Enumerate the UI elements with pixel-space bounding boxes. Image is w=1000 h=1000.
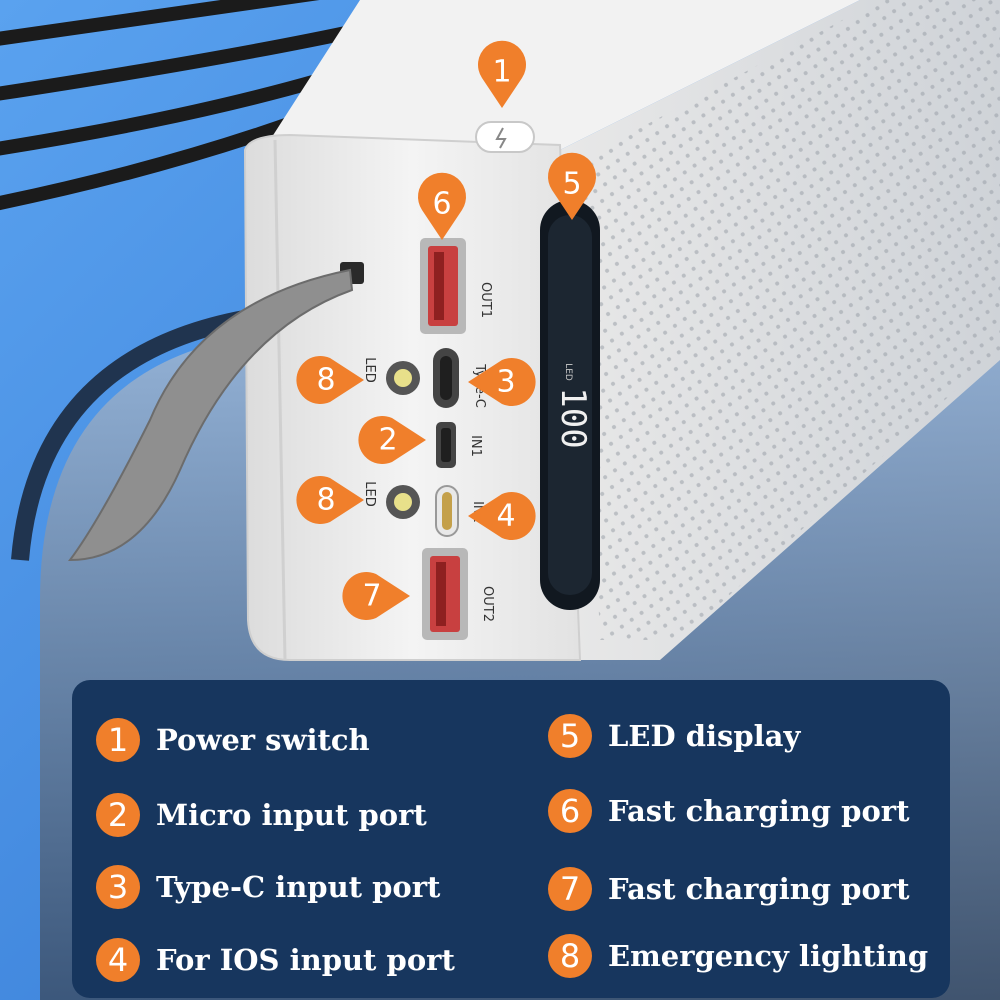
legend-badge: 3 xyxy=(96,865,140,909)
svg-text:1: 1 xyxy=(492,55,511,90)
label-led-bottom: LED xyxy=(362,481,377,506)
legend-label: LED display xyxy=(608,719,801,753)
legend-label: Power switch xyxy=(156,723,370,757)
marker-8-bottom: 8 xyxy=(296,476,364,524)
device-side xyxy=(560,0,1000,660)
lanyard xyxy=(67,262,364,562)
legend-item-1: 1 Power switch xyxy=(96,716,370,764)
led-light-bottom[interactable] xyxy=(386,485,420,519)
svg-text:4: 4 xyxy=(496,499,515,534)
legend-panel: 1 Power switch 2 Micro input port 3 Type… xyxy=(72,680,950,998)
svg-text:5: 5 xyxy=(562,167,581,202)
lightning-input-port[interactable] xyxy=(435,485,459,537)
legend-badge: 7 xyxy=(548,867,592,911)
legend-item-5: 5 LED display xyxy=(548,712,800,760)
legend-item-4: 4 For IOS input port xyxy=(96,936,455,984)
legend-label: For IOS input port xyxy=(156,943,455,977)
svg-text:8: 8 xyxy=(316,483,335,518)
legend-label: Micro input port xyxy=(156,798,427,832)
legend-item-8: 8 Emergency lighting xyxy=(548,932,928,980)
legend-badge: 6 xyxy=(548,789,592,833)
legend-badge: 4 xyxy=(96,938,140,982)
svg-text:3: 3 xyxy=(496,365,515,400)
legend-label: Emergency lighting xyxy=(608,939,929,973)
display-led-label: LED xyxy=(563,363,573,381)
legend-label: Type-C input port xyxy=(156,870,441,904)
display-readout: 100 xyxy=(553,387,593,448)
label-out2: OUT2 xyxy=(480,586,495,622)
label-led-top: LED xyxy=(362,357,377,382)
marker-7: 7 xyxy=(342,572,410,620)
marker-3: 3 xyxy=(468,358,536,406)
device-top xyxy=(270,0,860,150)
marker-5: 5 xyxy=(548,152,596,220)
svg-text:6: 6 xyxy=(432,187,451,222)
label-out1: OUT1 xyxy=(478,282,493,318)
legend-label: Fast charging port xyxy=(608,794,910,828)
svg-text:7: 7 xyxy=(362,579,381,614)
legend-item-6: 6 Fast charging port xyxy=(548,787,909,835)
legend-badge: 1 xyxy=(96,718,140,762)
svg-text:2: 2 xyxy=(378,423,397,458)
usb-port-out2[interactable] xyxy=(422,548,468,640)
svg-text:8: 8 xyxy=(316,363,335,398)
marker-1: 1 xyxy=(478,40,526,108)
type-c-port[interactable] xyxy=(433,348,459,408)
legend-item-3: 3 Type-C input port xyxy=(96,863,440,911)
legend-badge: 2 xyxy=(96,793,140,837)
micro-input-port[interactable] xyxy=(436,422,456,468)
power-button[interactable] xyxy=(475,121,535,153)
led-light-top[interactable] xyxy=(386,361,420,395)
led-display: 100 LED xyxy=(540,200,600,610)
marker-4: 4 xyxy=(468,492,536,540)
usb-port-out1[interactable] xyxy=(420,238,466,334)
legend-badge: 8 xyxy=(548,934,592,978)
legend-label: Fast charging port xyxy=(608,872,910,906)
marker-8-top: 8 xyxy=(296,356,364,404)
legend-item-7: 7 Fast charging port xyxy=(548,865,909,913)
legend-item-2: 2 Micro input port xyxy=(96,791,427,839)
label-in1: IN1 xyxy=(468,435,483,457)
marker-6: 6 xyxy=(418,172,466,240)
legend-badge: 5 xyxy=(548,714,592,758)
cables xyxy=(0,0,362,211)
marker-2: 2 xyxy=(358,416,426,464)
